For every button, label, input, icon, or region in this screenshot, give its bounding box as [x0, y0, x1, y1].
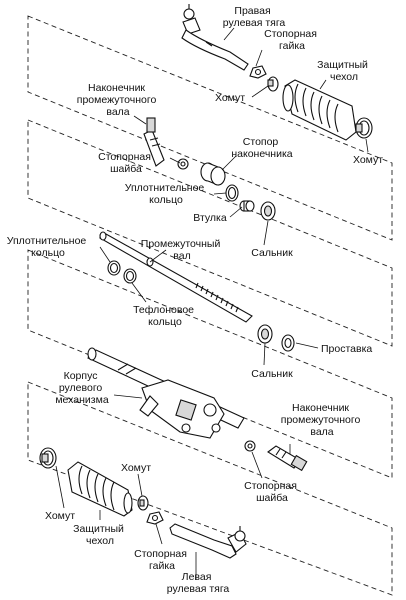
steering-housing [87, 347, 245, 439]
label-inner-rod-end-bottom: Наконечник промежуточного вала [281, 402, 363, 438]
clamp-bottom-right [137, 495, 149, 511]
inner-rod-end-top [143, 117, 165, 167]
label-oil-seal-2: Сальник [251, 368, 293, 380]
label-teflon-ring: Тефлоновое кольцо [133, 304, 197, 328]
lock-nut-bottom [146, 511, 164, 525]
right-tie-rod [181, 4, 249, 71]
label-clamp-bottom-right: Хомут [121, 462, 151, 474]
label-clamp-bottom-left: Хомут [45, 510, 75, 522]
frame-bottom [27, 381, 393, 596]
label-housing: Корпус рулевого механизма [55, 370, 108, 406]
boot-top [282, 79, 357, 141]
label-spacer: Проставка [321, 343, 372, 355]
label-intermediate-shaft: Промежуточный вал [141, 238, 223, 262]
lock-nut-top [249, 65, 267, 79]
oil-seal-2 [257, 324, 273, 344]
label-right-tie-rod: Правая рулевая тяга [223, 5, 286, 29]
frame-top [27, 15, 393, 241]
label-lock-washer-bottom: Стопорная шайба [244, 480, 300, 504]
label-lock-nut-top: Стопорная гайка [264, 28, 320, 52]
intermediate-shaft [98, 231, 253, 323]
frame-middle-lower [27, 249, 393, 479]
label-bushing: Втулка [193, 212, 227, 224]
inner-rod-end-bottom [267, 445, 308, 472]
rod-end-stopper [200, 162, 226, 186]
label-clamp-top-left: Хомут [215, 92, 245, 104]
frame-middle-upper [27, 119, 393, 347]
label-oil-seal-1: Сальник [251, 247, 293, 259]
label-inner-rod-end-top: Наконечник промежуточного вала [77, 82, 159, 118]
clamp-top-right [355, 117, 373, 139]
left-tie-rod [169, 523, 247, 559]
spacer [281, 334, 295, 352]
label-seal-ring-2: Уплотнительное кольцо [7, 235, 89, 259]
clamp-bottom-left [39, 447, 57, 469]
label-seal-ring-1: Уплотнительное кольцо [125, 182, 207, 206]
leader-lines [55, 27, 369, 580]
oil-seal-1 [260, 201, 276, 221]
label-lock-nut-bottom: Стопорная гайка [134, 548, 190, 572]
label-boot-top: Защитный чехол [317, 59, 371, 83]
label-rod-end-stopper: Стопор наконечника [231, 136, 292, 160]
lock-washer-top [177, 158, 189, 170]
label-left-tie-rod: Левая рулевая тяга [167, 571, 230, 595]
seal-ring-2 [107, 260, 121, 276]
boot-bottom [67, 461, 133, 517]
lock-washer-bottom [244, 440, 256, 452]
label-clamp-top-right: Хомут [353, 154, 383, 166]
clamp-top-left [267, 76, 279, 92]
bushing [239, 200, 255, 212]
seal-ring-1 [225, 184, 239, 202]
teflon-ring [123, 268, 137, 284]
label-boot-bottom: Защитный чехол [73, 523, 127, 547]
label-lock-washer-top: Стопорная шайба [98, 151, 154, 175]
